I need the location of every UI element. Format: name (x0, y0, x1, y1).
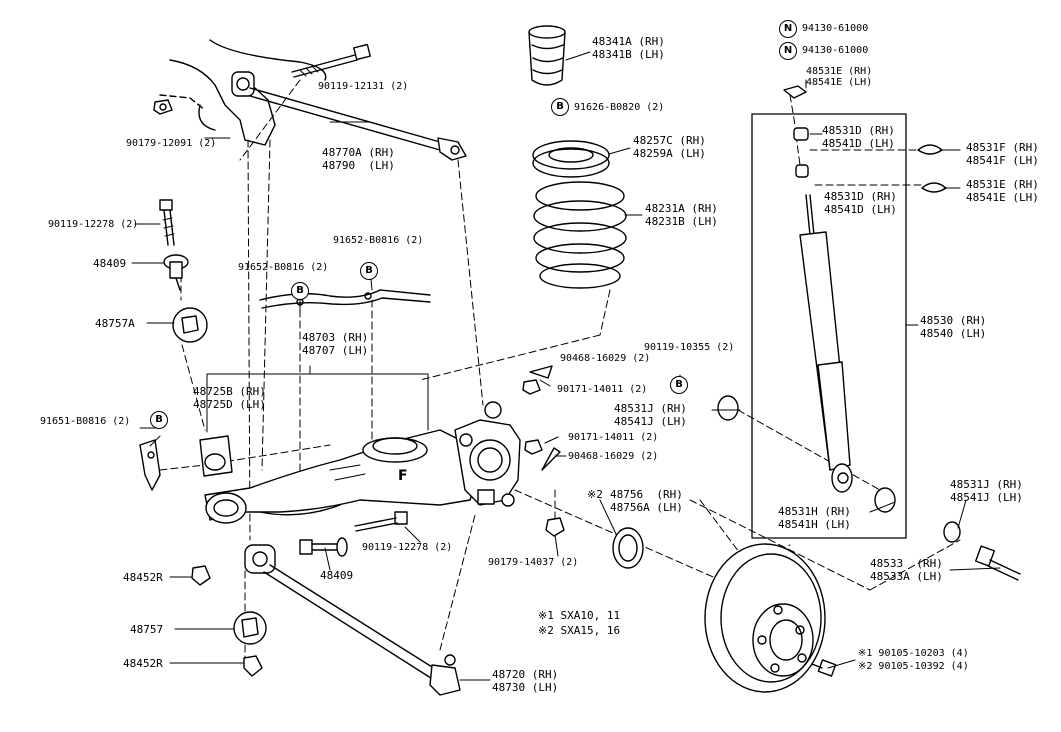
label-91652-top: 91652-B0816 (2) (333, 235, 424, 246)
bolt-48533 (974, 545, 1021, 581)
axle-beam: F (204, 429, 481, 524)
marker-b: B (670, 376, 688, 394)
label-94130-b: 94130-61000 (802, 45, 869, 56)
marker-b: B (291, 282, 309, 300)
nut-90179-12091 (153, 99, 173, 115)
shock-absorber (799, 194, 853, 493)
shock-bushings (717, 85, 961, 543)
label-48531J-a: 48531J (RH) 48541J (LH) (614, 402, 687, 428)
label-48452R-a: 48452R (123, 571, 163, 584)
label-48452R-b: 48452R (123, 657, 163, 670)
label-90171-a: 90171-14011 (2) (557, 384, 648, 395)
label-48757A: 48757A (95, 317, 135, 330)
harness-bracket (259, 289, 431, 309)
label-48720: 48720 (RH) 48730 (LH) (492, 668, 559, 694)
label-48531E-top: 48531E (RH) 48541E (LH) (806, 66, 873, 88)
label-48409-top: 48409 (93, 257, 127, 270)
marker-n: N (779, 20, 797, 38)
bushing-48757 (233, 611, 267, 645)
marker-b: B (150, 411, 168, 429)
label-48770: 48770A (RH) 48790 (LH) (322, 146, 395, 172)
label-48257: 48257C (RH) 48259A (LH) (633, 134, 706, 160)
label-48341: 48341A (RH) 48341B (LH) (592, 35, 665, 61)
marker-b: B (551, 98, 569, 116)
label-48531E-right: 48531E (RH) 48541E (LH) (966, 178, 1039, 204)
label-91651: 91651-B0816 (2) (40, 416, 131, 427)
spring-insulator (532, 140, 610, 178)
label-90119-12131: 90119-12131 (2) (318, 81, 409, 92)
bolt-lower (354, 511, 408, 532)
label-94130-a: 94130-61000 (802, 23, 869, 34)
nut-90171 (522, 379, 543, 455)
shock-absorber-frame (751, 113, 907, 539)
label-48531F: 48531F (RH) 48541F (LH) (966, 141, 1039, 167)
vehicle-body-outline (159, 39, 327, 146)
bolt-top (159, 199, 175, 246)
backing-plate-48756 (612, 527, 644, 569)
note-mark-48756: ※2 (587, 488, 603, 501)
model-notes: ※1 SXA10, 11 ※2 SXA15, 16 (538, 609, 621, 637)
bolt-90119-12131 (291, 43, 371, 78)
axle-carrier (454, 401, 521, 507)
cotter-pins (529, 365, 561, 471)
lateral-control-rod (231, 71, 467, 161)
label-91652-left: 91652-B0816 (2) (238, 262, 329, 273)
label-90119-12278-top: 90119-12278 (2) (48, 219, 139, 230)
marker-n: N (779, 42, 797, 60)
label-48531J-b: 48531J (RH) 48541J (LH) (950, 478, 1023, 504)
label-48531H: 48531H (RH) 48541H (LH) (778, 505, 851, 531)
label-48231: 48231A (RH) 48231B (LH) (645, 202, 718, 228)
brake-drum (704, 543, 826, 693)
label-90468-top: 90468-16029 (2) (560, 353, 651, 364)
label-48531D-a: 48531D (RH) 48541D (LH) (822, 124, 895, 150)
label-90171-b: 90171-14011 (2) (568, 432, 659, 443)
bushing-48757A (172, 307, 208, 343)
label-91626: 91626-B0820 (2) (574, 102, 665, 113)
label-90179-12091: 90179-12091 (2) (126, 138, 217, 149)
marker-b: B (360, 262, 378, 280)
label-48703: 48703 (RH) 48707 (LH) (302, 331, 369, 357)
label-90119-10355: 90119-10355 (2) (644, 342, 735, 353)
bracket (139, 439, 161, 491)
bushing-48725 (199, 435, 233, 477)
label-48409-low: 48409 (320, 569, 354, 582)
bump-stopper (528, 25, 566, 86)
label-48757: 48757 (130, 623, 164, 636)
bolt-48409-low (299, 537, 348, 557)
label-90179-14037: 90179-14037 (2) (488, 557, 579, 568)
label-48531D-b: 48531D (RH) 48541D (LH) (824, 190, 897, 216)
bolt-48409-top (163, 254, 189, 291)
label-bolt-2: ※2 90105-10392 (4) (858, 661, 969, 672)
label-90119-12278-low: 90119-12278 (2) (362, 542, 453, 553)
nut-48452R-a (191, 565, 211, 586)
label-48756: 48756 (RH) 48756A (LH) (610, 488, 683, 514)
svg-text:F: F (398, 468, 408, 484)
label-48533: 48533 (RH) 48533A (LH) (870, 557, 943, 583)
label-90468-b: 90468-16029 (2) (568, 451, 659, 462)
label-48530: 48530 (RH) 48540 (LH) (920, 314, 987, 340)
coil-spring (533, 181, 627, 289)
lower-control-arm (244, 544, 461, 696)
label-48725: 48725B (RH) 48725D (LH) (193, 385, 266, 411)
label-bolt-1: ※1 90105-10203 (4) (858, 648, 969, 659)
nut-48452R-b (243, 655, 263, 677)
hub-bolt (811, 659, 837, 677)
nut-90179-14037 (545, 517, 565, 537)
